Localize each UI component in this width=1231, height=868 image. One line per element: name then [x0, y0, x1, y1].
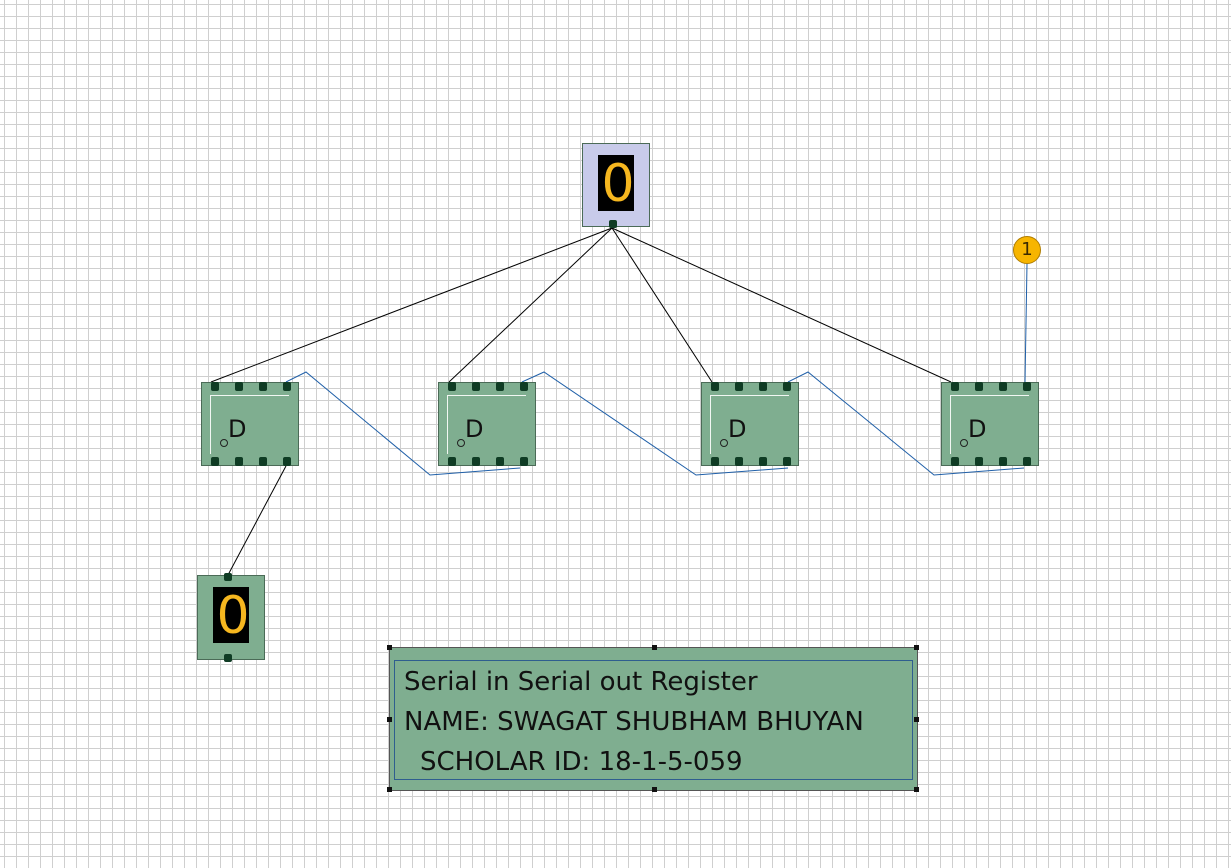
output-display-screen [213, 587, 249, 643]
clock-display-screen [598, 155, 634, 211]
ff-pin[interactable] [448, 382, 456, 391]
ff-pin[interactable] [448, 457, 456, 466]
resize-handle[interactable] [652, 645, 657, 650]
info-label-frame [394, 660, 913, 780]
clock-display-pin[interactable] [609, 220, 617, 228]
ff-pin[interactable] [951, 457, 959, 466]
ff-label: D [968, 415, 987, 443]
clock-display[interactable]: 0 [582, 143, 650, 228]
clock-display-digit: 0 [601, 154, 635, 214]
resize-handle[interactable] [914, 717, 919, 722]
ff-pin[interactable] [975, 382, 983, 391]
ff-inner-frame [710, 395, 789, 454]
logic-high-source[interactable]: 1 [1013, 236, 1041, 264]
output-wire [227, 465, 287, 576]
ff-pin[interactable] [735, 457, 743, 466]
resize-handle[interactable] [387, 717, 392, 722]
ff-pin[interactable] [235, 457, 243, 466]
scholar-id: SCHOLAR ID: 18-1-5-059 [420, 747, 743, 777]
resize-handle[interactable] [914, 645, 919, 650]
output-display-digit: 0 [216, 586, 250, 646]
clock-bubble-icon [720, 439, 728, 447]
ff-pin[interactable] [472, 382, 480, 391]
resize-handle[interactable] [387, 787, 392, 792]
output-display-pin[interactable] [224, 654, 232, 662]
resize-handle[interactable] [387, 645, 392, 650]
output-display[interactable]: 0 [197, 573, 265, 662]
d-flip-flop-2[interactable]: D [438, 382, 536, 466]
info-label-box[interactable]: Serial in Serial out Register NAME: SWAG… [387, 645, 919, 792]
clock-bubble-icon [457, 439, 465, 447]
ff-pin[interactable] [283, 382, 291, 391]
ff-pin[interactable] [496, 457, 504, 466]
clock-bubble-icon [960, 439, 968, 447]
ff-inner-frame [210, 395, 289, 454]
d-flip-flop-4[interactable]: D [941, 382, 1039, 466]
clock-wire-4 [611, 227, 952, 383]
author-name: NAME: SWAGAT SHUBHAM BHUYAN [404, 707, 864, 737]
ff-pin[interactable] [235, 382, 243, 391]
ff-pin[interactable] [259, 457, 267, 466]
ff-pin[interactable] [283, 457, 291, 466]
ff-pin[interactable] [759, 382, 767, 391]
d-flip-flop-3[interactable]: D [701, 382, 799, 466]
ff-pin[interactable] [759, 457, 767, 466]
clock-wire-1 [210, 227, 613, 383]
ff-pin[interactable] [999, 382, 1007, 391]
ff-pin[interactable] [211, 382, 219, 391]
circuit-title: Serial in Serial out Register [404, 667, 758, 697]
output-display-pin[interactable] [224, 573, 232, 581]
ff-pin[interactable] [999, 457, 1007, 466]
ff-pin[interactable] [472, 457, 480, 466]
ff-inner-frame [447, 395, 526, 454]
ff-label: D [465, 415, 484, 443]
ff-pin[interactable] [783, 382, 791, 391]
source-wire [1024, 263, 1028, 383]
ff-pin[interactable] [783, 457, 791, 466]
resize-handle[interactable] [914, 787, 919, 792]
ff-pin[interactable] [496, 382, 504, 391]
clock-bubble-icon [220, 439, 228, 447]
ff-label: D [228, 415, 247, 443]
ff-label: D [728, 415, 747, 443]
ff-pin[interactable] [520, 457, 528, 466]
ff-pin[interactable] [1023, 457, 1031, 466]
clock-wire-3 [611, 227, 713, 383]
ff-pin[interactable] [520, 382, 528, 391]
resize-handle[interactable] [652, 787, 657, 792]
ff-pin[interactable] [211, 457, 219, 466]
ff-pin[interactable] [711, 457, 719, 466]
ff-pin[interactable] [1023, 382, 1031, 391]
clock-wire-2 [448, 227, 613, 383]
d-flip-flop-1[interactable]: D [201, 382, 299, 466]
ff-pin[interactable] [735, 382, 743, 391]
ff-pin[interactable] [951, 382, 959, 391]
ff-pin[interactable] [975, 457, 983, 466]
ff-pin[interactable] [259, 382, 267, 391]
ff-inner-frame [950, 395, 1029, 454]
ff-pin[interactable] [711, 382, 719, 391]
